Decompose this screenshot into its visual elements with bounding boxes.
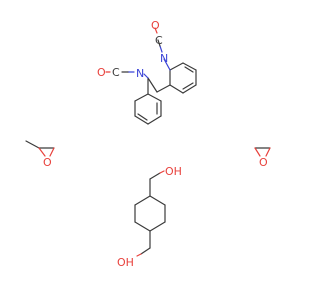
isocyanate-group-2: N C O [97,66,149,80]
isocyanate-group-1: N C O [151,19,171,71]
methylene-bond-b [147,77,158,93]
nitrogen-label: N [136,67,144,80]
oxygen-label: O [259,156,268,169]
upper-left-ring [134,77,162,125]
methyloxirane-molecule: O [25,140,55,169]
oxygen-label: O [151,19,160,32]
upper-right-ring [169,62,197,94]
nitrogen-label: N [160,52,168,65]
structure-diagram: N C O N C O O O [25,19,271,269]
methylene-bond-a [156,84,171,93]
carbon-label: C [155,34,163,47]
hydroxyl-label: OH [117,256,134,269]
oxygen-label: O [97,66,106,79]
oxirane-molecule: O [254,147,271,169]
isocyanate-molecule: N C O N C O [97,19,197,125]
oxygen-label: O [43,156,52,169]
cyclohexanedimethanol-molecule: OH OH [117,165,182,269]
hydroxyl-label: OH [165,165,182,178]
molecule-drawing: N C O N C O O O [25,19,271,269]
carbon-label: C [112,66,120,79]
